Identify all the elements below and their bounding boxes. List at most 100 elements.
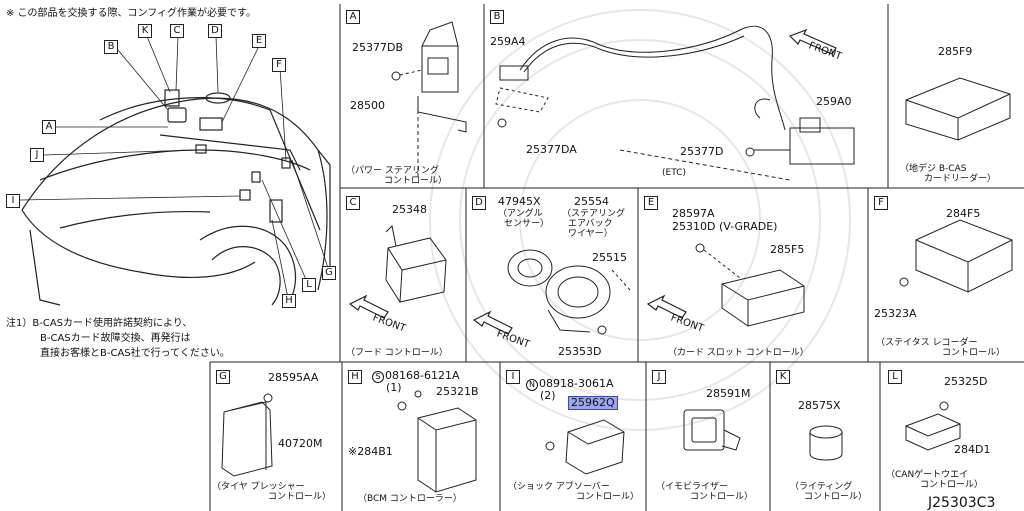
panel-d-drawing	[507, 249, 631, 335]
part-25515[interactable]: 25515	[592, 251, 627, 264]
part-25377d[interactable]: 25377D	[680, 145, 724, 158]
part-08918-3061a-text: 08918-3061A	[539, 377, 614, 390]
panel-i-drawing	[545, 419, 625, 475]
panel-d-note1: （アングル	[498, 209, 543, 219]
panel-285f9-caption1: （地デジ B-CAS	[900, 164, 967, 174]
panel-j-drawing	[683, 409, 741, 451]
panel-a-caption1: （パワー ステアリング	[346, 166, 439, 176]
panel-k-caption1: （ライティング	[790, 482, 853, 492]
part-28597a[interactable]: 28597A	[672, 207, 715, 220]
panel-b-letter: B	[490, 10, 504, 24]
part-47945x[interactable]: 47945X	[498, 195, 541, 208]
part-285f5[interactable]: 285F5	[770, 243, 805, 256]
panel-d-note5: ワイヤー）	[568, 229, 613, 239]
part-40720m[interactable]: 40720M	[278, 437, 323, 450]
part-284d1[interactable]: 284D1	[954, 443, 991, 456]
part-284b1[interactable]: ※284B1	[348, 445, 393, 458]
overview-label-a[interactable]: A	[42, 120, 56, 134]
part-28591m[interactable]: 28591M	[706, 387, 751, 400]
panel-i-caption1: （ショック アブソーバー	[508, 482, 610, 492]
part-284f5[interactable]: 284F5	[946, 207, 981, 220]
panel-b-drawing	[495, 25, 855, 181]
overview-label-d[interactable]: D	[208, 24, 222, 38]
part-25353d[interactable]: 25353D	[558, 345, 602, 358]
panel-g-letter: G	[216, 370, 230, 384]
part-25310d[interactable]: 25310D (V-GRADE)	[672, 220, 778, 233]
footnote-line2: B-CASカード故障交換、再発行は	[40, 333, 191, 344]
panel-l-caption2: コントロール）	[920, 480, 984, 490]
panel-h-caption1: （BCM コントローラー）	[358, 494, 462, 504]
panel-d-note3: （ステアリング	[562, 209, 626, 219]
panel-f-caption1: （ステイタス レコーダー	[876, 338, 978, 348]
panel-a-caption2: コントロール）	[384, 176, 448, 186]
panel-h-letter: H	[348, 370, 362, 384]
panel-grid	[209, 4, 1024, 511]
panel-e-letter: E	[644, 196, 658, 210]
panel-d-note4: エアバック	[568, 219, 613, 229]
panel-l-caption1: （CANゲートウエイ	[886, 470, 969, 480]
part-285f9[interactable]: 285F9	[938, 45, 973, 58]
panel-g-caption1: （タイヤ プレッシャー	[212, 482, 305, 492]
panel-j-caption1: （イモビライザー	[656, 482, 729, 492]
part-259a4[interactable]: 259A4	[490, 35, 526, 48]
overview-label-b[interactable]: B	[104, 40, 118, 54]
part-25962q[interactable]: 25962Q	[568, 396, 618, 410]
panel-c-drawing	[385, 224, 447, 303]
panel-d-note2: センサー）	[504, 219, 550, 229]
front-arrows	[348, 28, 837, 335]
panel-i-letter: I	[506, 370, 520, 384]
watermark	[429, 9, 851, 431]
panel-l-drawing	[905, 401, 961, 451]
panel-c-caption1: （フード コントロール）	[346, 348, 448, 358]
part-28595aa[interactable]: 28595AA	[268, 371, 319, 384]
part-259a0[interactable]: 259A0	[816, 95, 852, 108]
n-symbol: N	[526, 379, 538, 391]
overview-label-j[interactable]: J	[30, 148, 44, 162]
part-25325d[interactable]: 25325D	[944, 375, 988, 388]
panel-f-drawing	[899, 219, 1013, 293]
overview-label-c[interactable]: C	[170, 24, 184, 38]
panel-g-caption2: コントロール）	[268, 492, 332, 502]
part-25348[interactable]: 25348	[392, 203, 427, 216]
footnote-line3: 直接お客様とB-CAS社で行ってください。	[40, 348, 230, 359]
overview-label-i[interactable]: I	[6, 194, 20, 208]
panel-k-drawing	[809, 425, 843, 461]
overview-label-e[interactable]: E	[252, 34, 266, 48]
part-08168-6121a-text: 08168-6121A	[385, 369, 460, 382]
qty-2: (2)	[540, 389, 556, 402]
part-25377db[interactable]: 25377DB	[352, 41, 404, 54]
panel-g-drawing	[221, 393, 273, 477]
overview-label-l[interactable]: L	[302, 278, 316, 292]
part-25554[interactable]: 25554	[574, 195, 609, 208]
panel-e-caption1: （カード スロット コントロール）	[668, 348, 809, 358]
panel-b-caption1: (ETC)	[662, 168, 686, 178]
panel-a-drawing	[391, 21, 467, 180]
panel-d-letter: D	[472, 196, 486, 210]
part-25321b[interactable]: 25321B	[436, 385, 479, 398]
overview-leaders	[19, 33, 329, 299]
panel-i-caption2: コントロール）	[576, 492, 640, 502]
panel-j-letter: J	[652, 370, 666, 384]
panel-c-letter: C	[346, 196, 360, 210]
overview-label-h[interactable]: H	[282, 294, 296, 308]
diagram-id: J25303C3	[928, 495, 996, 511]
part-28500[interactable]: 28500	[350, 99, 385, 112]
overview-label-g[interactable]: G	[322, 266, 336, 280]
part-28575x[interactable]: 28575X	[798, 399, 841, 412]
overview-label-f[interactable]: F	[272, 58, 286, 72]
panel-j-caption2: コントロール）	[690, 492, 754, 502]
part-25323a[interactable]: 25323A	[874, 307, 917, 320]
footnote-line1: 注1）B-CASカード使用許諾契約により、	[6, 318, 193, 329]
panel-f-letter: F	[874, 196, 888, 210]
panel-f-caption2: コントロール）	[942, 348, 1006, 358]
part-25377da[interactable]: 25377DA	[526, 143, 577, 156]
header-note: ※ この部品を交換する際、コンフィグ作業が必要です。	[6, 8, 257, 19]
panel-k-caption2: コントロール）	[804, 492, 868, 502]
car-overview	[21, 89, 331, 306]
qty-1: (1)	[386, 381, 402, 394]
panel-k-letter: K	[776, 370, 790, 384]
overview-label-k[interactable]: K	[138, 24, 152, 38]
